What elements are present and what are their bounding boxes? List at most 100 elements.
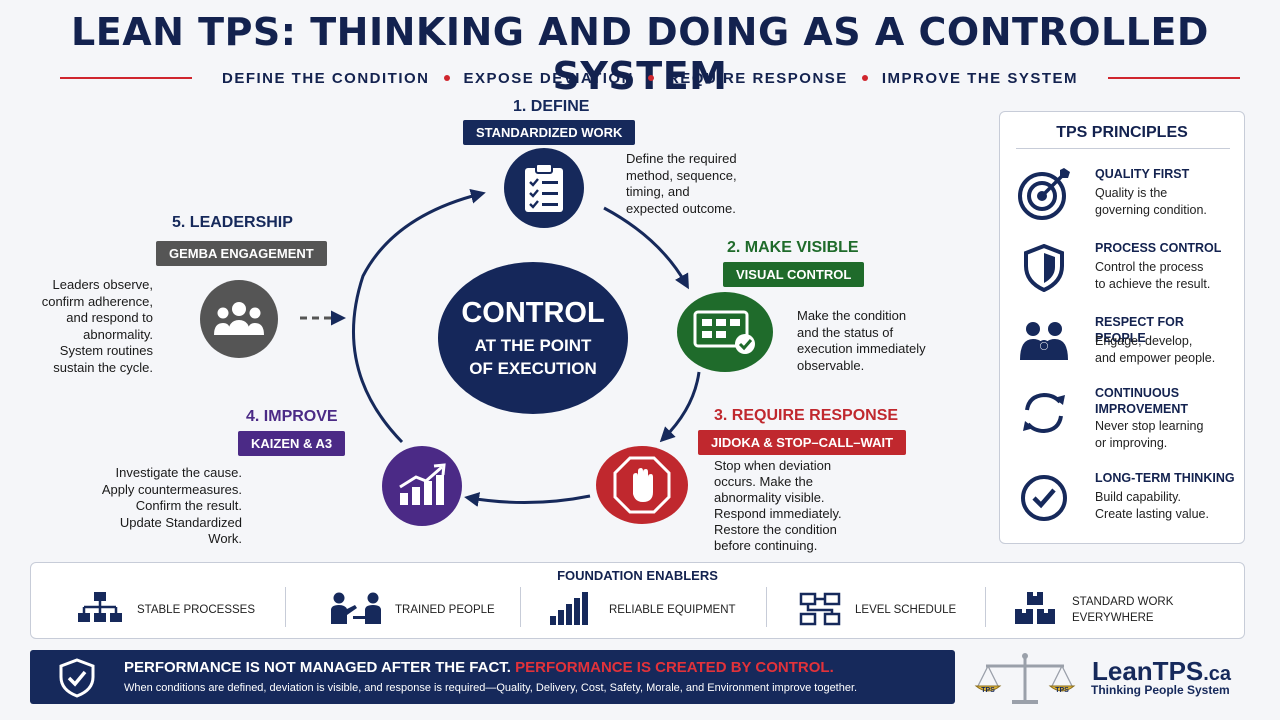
desc-line: Confirm the result.: [135, 498, 242, 513]
enabler-reliable-equipment: RELIABLE EQUIPMENT: [549, 587, 736, 633]
enabler-label: RELIABLE EQUIPMENT: [609, 604, 736, 616]
center-control-circle: CONTROL AT THE POINT OF EXECUTION: [438, 262, 628, 414]
page-title: LEAN TPS: THINKING AND DOING AS A CONTRO…: [71, 10, 1209, 98]
step-label: EXPOSE DEVIATION: [463, 69, 634, 87]
growth-chart-icon: [382, 446, 462, 526]
shield-check-icon: [58, 658, 96, 703]
stage-define-badge: STANDARDIZED WORK: [463, 120, 636, 145]
brand-name: LeanTPS: [1092, 656, 1204, 686]
brand-tld: .ca: [1203, 663, 1232, 685]
desc-line: Restore the condition: [714, 522, 837, 537]
desc-line: Stop when deviation: [714, 458, 832, 473]
desc-line: abnormality.: [83, 326, 153, 342]
desc-line: Respond immediately.: [714, 506, 842, 521]
target-icon: [1016, 166, 1072, 222]
desc-line: Quality is the: [1095, 186, 1168, 200]
foundation-title: FOUNDATION ENABLERS: [557, 568, 718, 583]
enabler-divider: [766, 587, 767, 627]
footer-headline-a: PERFORMANCE IS NOT MANAGED AFTER THE FAC…: [124, 659, 511, 676]
stage-improve-title: 4. IMPROVE: [246, 408, 338, 425]
desc-line: Investigate the cause.: [115, 465, 242, 480]
hierarchy-icon: [77, 590, 123, 631]
bar-signal-icon: [549, 590, 589, 631]
enabler-trained-people: TRAINED PEOPLE: [329, 587, 495, 633]
desc-line: Control the process: [1095, 260, 1204, 274]
stage-improve-desc: Investigate the cause. Apply countermeas…: [82, 465, 242, 548]
enabler-stable-processes: STABLE PROCESSES: [77, 587, 255, 633]
desc-line: to achieve the result.: [1095, 276, 1211, 291]
team-icon: [200, 280, 278, 358]
check-circle-icon: [1016, 470, 1072, 526]
principle-desc: Quality is the governing condition.: [1095, 185, 1207, 218]
foundation-enablers-bar: FOUNDATION ENABLERS STABLE PROCESSES TRA: [30, 562, 1245, 639]
principle-title: LONG-TERM THINKING: [1095, 471, 1235, 485]
enabler-divider: [985, 587, 986, 627]
center-line-2: AT THE POINT: [474, 335, 592, 355]
step-label: IMPROVE THE SYSTEM: [881, 69, 1079, 87]
desc-line: Update Standardized: [119, 514, 242, 530]
enabler-divider: [285, 587, 286, 627]
desc-line: and the status of: [797, 324, 894, 340]
right-divider: [1108, 77, 1241, 79]
desc-line: Create lasting value.: [1095, 506, 1209, 521]
desc-line: and respond to: [66, 310, 153, 325]
enabler-standard-work: STANDARD WORK EVERYWHERE: [1014, 587, 1173, 633]
stage-leadership-title: 5. LEADERSHIP: [172, 214, 293, 231]
principles-title: TPS PRINCIPLES: [1056, 124, 1188, 141]
stage-leadership-badge: GEMBA ENGAGEMENT: [156, 241, 327, 266]
step-strip: DEFINE THE CONDITION EXPOSE DEVIATION RE…: [60, 68, 1241, 88]
title-line: CONTINUOUS: [1095, 386, 1180, 400]
principles-panel: TPS PRINCIPLES QUALITY FIRST Quality is …: [999, 111, 1245, 544]
desc-line: governing condition.: [1095, 202, 1207, 217]
boxes-icon: [1014, 590, 1058, 631]
desc-line: occurs. Make the: [714, 474, 813, 489]
stage-define-title: 1. DEFINE: [513, 98, 590, 115]
footer-headline-b: PERFORMANCE IS CREATED BY CONTROL.: [515, 659, 834, 676]
desc-line: and empower people.: [1095, 350, 1216, 365]
footer-banner: PERFORMANCE IS NOT MANAGED AFTER THE FAC…: [30, 650, 955, 704]
principle-title: CONTINUOUS IMPROVEMENT: [1095, 385, 1188, 417]
cycle-arrows-icon: [1016, 385, 1072, 441]
label-line: EVERYWHERE: [1072, 612, 1154, 624]
title-line: IMPROVEMENT: [1095, 402, 1189, 416]
principle-desc: Never stop learning or improving.: [1095, 418, 1203, 451]
training-icon: [329, 590, 383, 631]
footer-headline: PERFORMANCE IS NOT MANAGED AFTER THE FAC…: [124, 659, 834, 676]
clipboard-checklist-icon: [504, 148, 584, 228]
enabler-label: LEVEL SCHEDULE: [855, 604, 957, 616]
scale-icon: TPS TPS: [972, 650, 1078, 711]
step-label: DEFINE THE CONDITION: [222, 69, 430, 87]
principle-title: PROCESS CONTROL: [1095, 241, 1222, 255]
desc-line: or improving.: [1095, 435, 1168, 450]
center-line-3: OF EXECUTION: [469, 358, 597, 378]
arrow-response-to-improve: [464, 492, 591, 507]
principles-divider: [1016, 148, 1230, 149]
stage-visible-desc: Make the condition and the status of exe…: [797, 308, 926, 374]
scale-label-right: TPS: [1055, 687, 1069, 694]
enabler-label: STANDARD WORK EVERYWHERE: [1072, 594, 1173, 626]
enabler-level-schedule: LEVEL SCHEDULE: [799, 587, 956, 633]
desc-line: Leaders observe,: [52, 277, 153, 292]
desc-line: System routines: [59, 343, 153, 358]
brand-tagline: Thinking People System: [1091, 683, 1230, 697]
principle-title: QUALITY FIRST: [1095, 167, 1190, 181]
stage-improve-badge: KAIZEN & A3: [238, 431, 346, 456]
step-label: REQUIRE RESPONSE: [667, 69, 848, 87]
brand-logo: LeanTPS.ca: [1092, 656, 1231, 687]
shield-icon: [1016, 240, 1072, 296]
scale-label-left: TPS: [981, 687, 995, 694]
desc-line: Define the required: [626, 151, 737, 166]
stage-define-desc: Define the required method, sequence, ti…: [626, 151, 737, 217]
stop-hand-icon: [596, 446, 688, 524]
desc-line: Apply countermeasures.: [101, 481, 242, 497]
stage-response-desc: Stop when deviation occurs. Make the abn…: [714, 458, 842, 554]
arrow-visible-to-response: [659, 371, 701, 443]
arrow-define-to-visible: [603, 206, 689, 290]
desc-line: Build capability.: [1095, 490, 1181, 504]
desc-line: Engage, develop,: [1095, 334, 1193, 348]
stage-visible-title: 2. MAKE VISIBLE: [727, 239, 859, 256]
desc-line: confirm adherence,: [41, 293, 153, 309]
stage-leadership-desc: Leaders observe, confirm adherence, and …: [24, 277, 153, 376]
desc-line: execution immediately: [797, 341, 926, 356]
step-dot: [647, 75, 654, 81]
